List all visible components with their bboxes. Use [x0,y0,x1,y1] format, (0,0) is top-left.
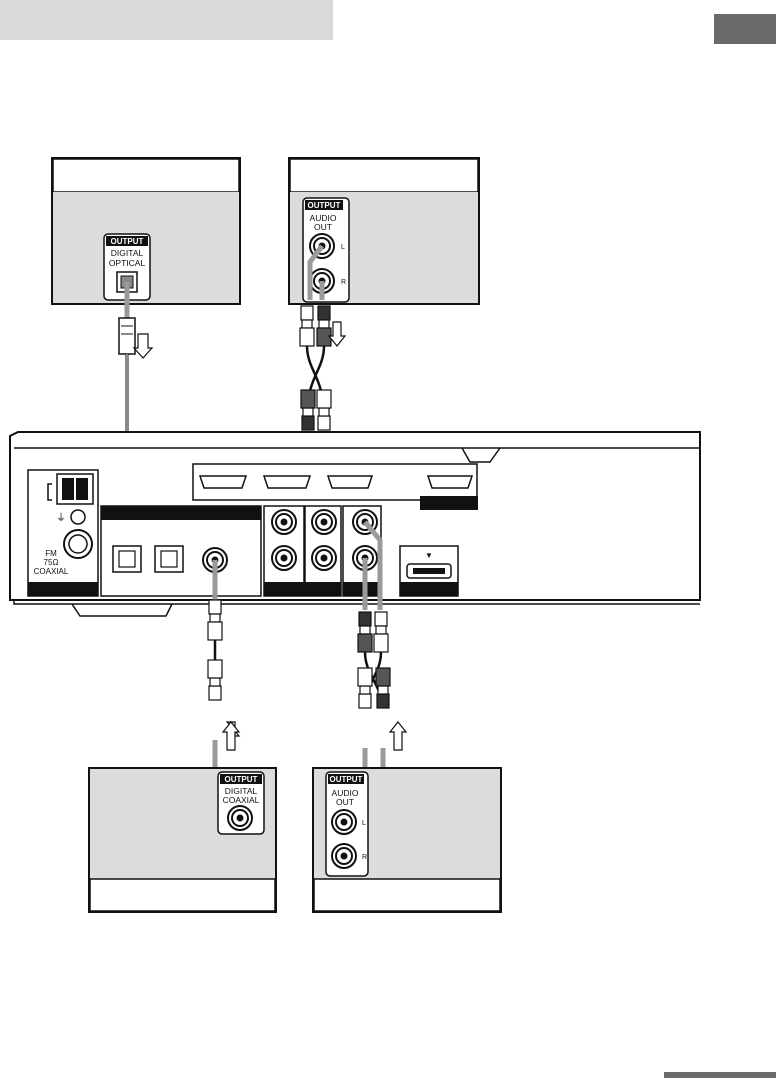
ground-screw-icon [70,509,86,525]
jack-label-line1: DIGITAL [111,248,144,258]
continued-marker-bar [664,1072,776,1078]
section-tab-marker [714,14,776,44]
left-channel-mark: L [362,820,366,827]
jack-label-line1: DIGITAL [225,786,258,796]
output-badge-label: OUTPUT [330,775,363,784]
analog-jack [271,509,297,535]
output-badge [305,200,343,210]
right-channel-mark: R [341,279,346,286]
antenna-label-line2: 75Ω [44,558,59,567]
hdmi-port [426,475,474,489]
ground-icon: ⏚ [56,512,66,524]
jack-label-line1: AUDIO [310,213,337,223]
antenna-label-line1: FM [45,549,57,558]
output-badge-label: OUTPUT [111,237,144,246]
optical-input-port [112,545,142,573]
hdmi-port [262,475,312,489]
output-badge [328,774,364,784]
jack-label-line2: OUT [314,222,332,232]
output-badge-label: OUTPUT [225,775,258,784]
hdmi-port [326,475,374,489]
jack-label-line2: OUT [336,797,354,807]
jack-label-line1: AUDIO [332,788,359,798]
antenna-label-line3: COAXIAL [34,567,69,576]
hdmi-port [198,475,248,489]
insert-arrow-icon [132,333,154,359]
top-left-device: OUTPUT DIGITAL OPTICAL [51,157,241,305]
insert-arrow-icon [221,721,241,751]
analog-jack [311,545,337,571]
jack-label-line2: COAXIAL [223,795,260,805]
port-arrow-mark: ▼ [425,551,433,560]
top-right-device: OUTPUT AUDIO OUT L R [288,157,480,305]
section-header-band [0,0,333,40]
main-unit-rear-panel: ⏚ FM 75Ω COAXIAL [9,431,701,617]
right-channel-mark: R [362,854,367,861]
analog-jack [311,509,337,535]
audio-jack-right [331,843,357,869]
insert-arrow-icon [327,321,347,347]
jack-label-line2: OPTICAL [109,258,146,268]
bottom-left-device: OUTPUT DIGITAL COAXIAL [88,767,277,913]
output-badge [220,774,262,784]
insert-arrow-icon [388,721,408,751]
bottom-right-device: OUTPUT AUDIO OUT L R [312,767,502,913]
coaxial-output-jack [227,805,253,831]
output-badge-label: OUTPUT [308,201,341,210]
analog-jack [271,545,297,571]
audio-jack-left [331,809,357,835]
left-channel-mark: L [341,244,345,251]
output-badge [106,236,148,246]
